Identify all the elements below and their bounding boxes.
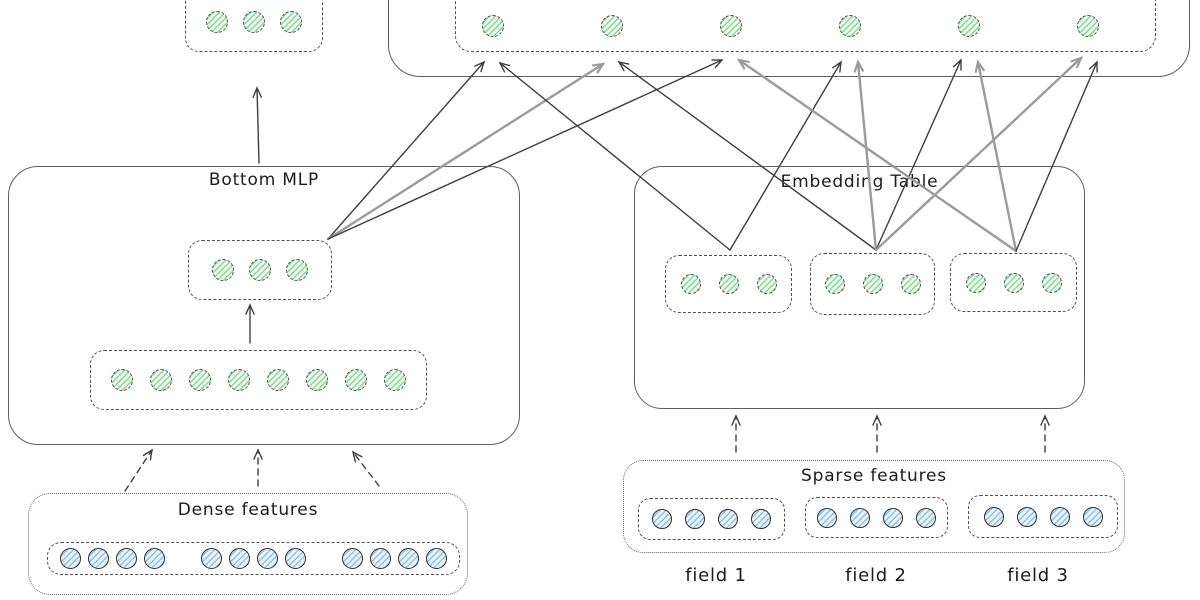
- sparse-features-box: [623, 460, 1125, 553]
- neuron-circle: [88, 548, 109, 569]
- neuron-circle: [883, 507, 903, 528]
- neuron-circle: [1077, 15, 1099, 37]
- neuron-circle: [111, 369, 133, 391]
- arrow: [351, 450, 380, 487]
- sparse-features-label: Sparse features: [801, 466, 947, 486]
- neuron-circle: [384, 369, 406, 391]
- neuron-circle: [285, 548, 306, 569]
- field-2-label: field 2: [845, 565, 907, 586]
- neuron-circle: [1016, 506, 1037, 527]
- arrow: [253, 448, 263, 487]
- neuron-circle: [601, 15, 623, 37]
- field-3-label: field 3: [1007, 565, 1069, 586]
- field-1-vector: [638, 498, 785, 540]
- neuron-circle: [243, 11, 265, 33]
- dense-group-2: [201, 548, 306, 569]
- neuron-circle: [1049, 506, 1070, 527]
- neuron-circle: [685, 509, 705, 529]
- neuron-circle: [850, 507, 870, 528]
- neuron-circle: [680, 274, 701, 294]
- arrow: [252, 86, 263, 164]
- neuron-circle: [756, 274, 777, 294]
- neuron-circle: [916, 507, 936, 528]
- field-3-vector: [968, 495, 1118, 538]
- neuron-circle: [116, 548, 137, 569]
- neuron-circle: [370, 548, 391, 569]
- dense-group-3: [342, 548, 447, 569]
- dense-features-box: [28, 493, 468, 595]
- neuron-circle: [60, 548, 81, 569]
- neuron-circle: [345, 369, 367, 391]
- dense-input-vector: [47, 542, 460, 575]
- embedding-vector-3: [950, 253, 1077, 312]
- dense-group-1: [60, 548, 165, 569]
- embedding-vector-1: [665, 255, 792, 313]
- neuron-circle: [720, 15, 742, 37]
- neuron-circle: [189, 369, 211, 391]
- embedding-table-label: Embedding Table: [780, 172, 939, 192]
- neuron-circle: [1003, 272, 1024, 293]
- neuron-circle: [652, 509, 672, 529]
- neuron-circle: [229, 548, 250, 569]
- arrow: [124, 448, 153, 492]
- neuron-circle: [718, 274, 739, 294]
- field-2-vector: [805, 497, 948, 538]
- neuron-circle: [958, 15, 980, 37]
- neuron-circle: [1082, 506, 1103, 527]
- mlp-output-vector: [185, 0, 323, 52]
- neuron-circle: [257, 548, 278, 569]
- neuron-circle: [900, 274, 921, 294]
- neuron-circle: [839, 15, 861, 37]
- neuron-circle: [150, 369, 172, 391]
- neuron-circle: [206, 11, 228, 33]
- neuron-circle: [862, 274, 883, 294]
- neuron-circle: [426, 548, 447, 569]
- dense-features-label: Dense features: [177, 500, 319, 520]
- neuron-circle: [201, 548, 222, 569]
- neuron-circle: [817, 507, 837, 528]
- neuron-circle: [342, 548, 363, 569]
- mlp-input-vector: [90, 350, 427, 410]
- bottom-mlp-box: [8, 166, 520, 445]
- neuron-circle: [286, 259, 308, 281]
- arrow: [872, 414, 882, 453]
- arrow: [731, 414, 741, 453]
- neuron-circle: [249, 259, 271, 281]
- neuron-circle: [228, 369, 250, 391]
- field-1-label: field 1: [685, 565, 747, 586]
- neuron-circle: [718, 509, 738, 529]
- arrow: [1040, 414, 1050, 453]
- interaction-vector: [455, 0, 1156, 52]
- neuron-circle: [751, 509, 771, 529]
- embedding-vector-2: [810, 253, 935, 315]
- neuron-circle: [983, 506, 1004, 527]
- neuron-circle: [212, 259, 234, 281]
- neuron-circle: [398, 548, 419, 569]
- neuron-circle: [267, 369, 289, 391]
- bottom-mlp-label: Bottom MLP: [208, 170, 320, 190]
- neuron-circle: [1041, 272, 1062, 293]
- mlp-hidden-vector: [188, 240, 332, 300]
- neuron-circle: [280, 11, 302, 33]
- neuron-circle: [306, 369, 328, 391]
- neuron-circle: [144, 548, 165, 569]
- neuron-circle: [824, 274, 845, 294]
- neuron-circle: [482, 15, 504, 37]
- neuron-circle: [965, 272, 986, 293]
